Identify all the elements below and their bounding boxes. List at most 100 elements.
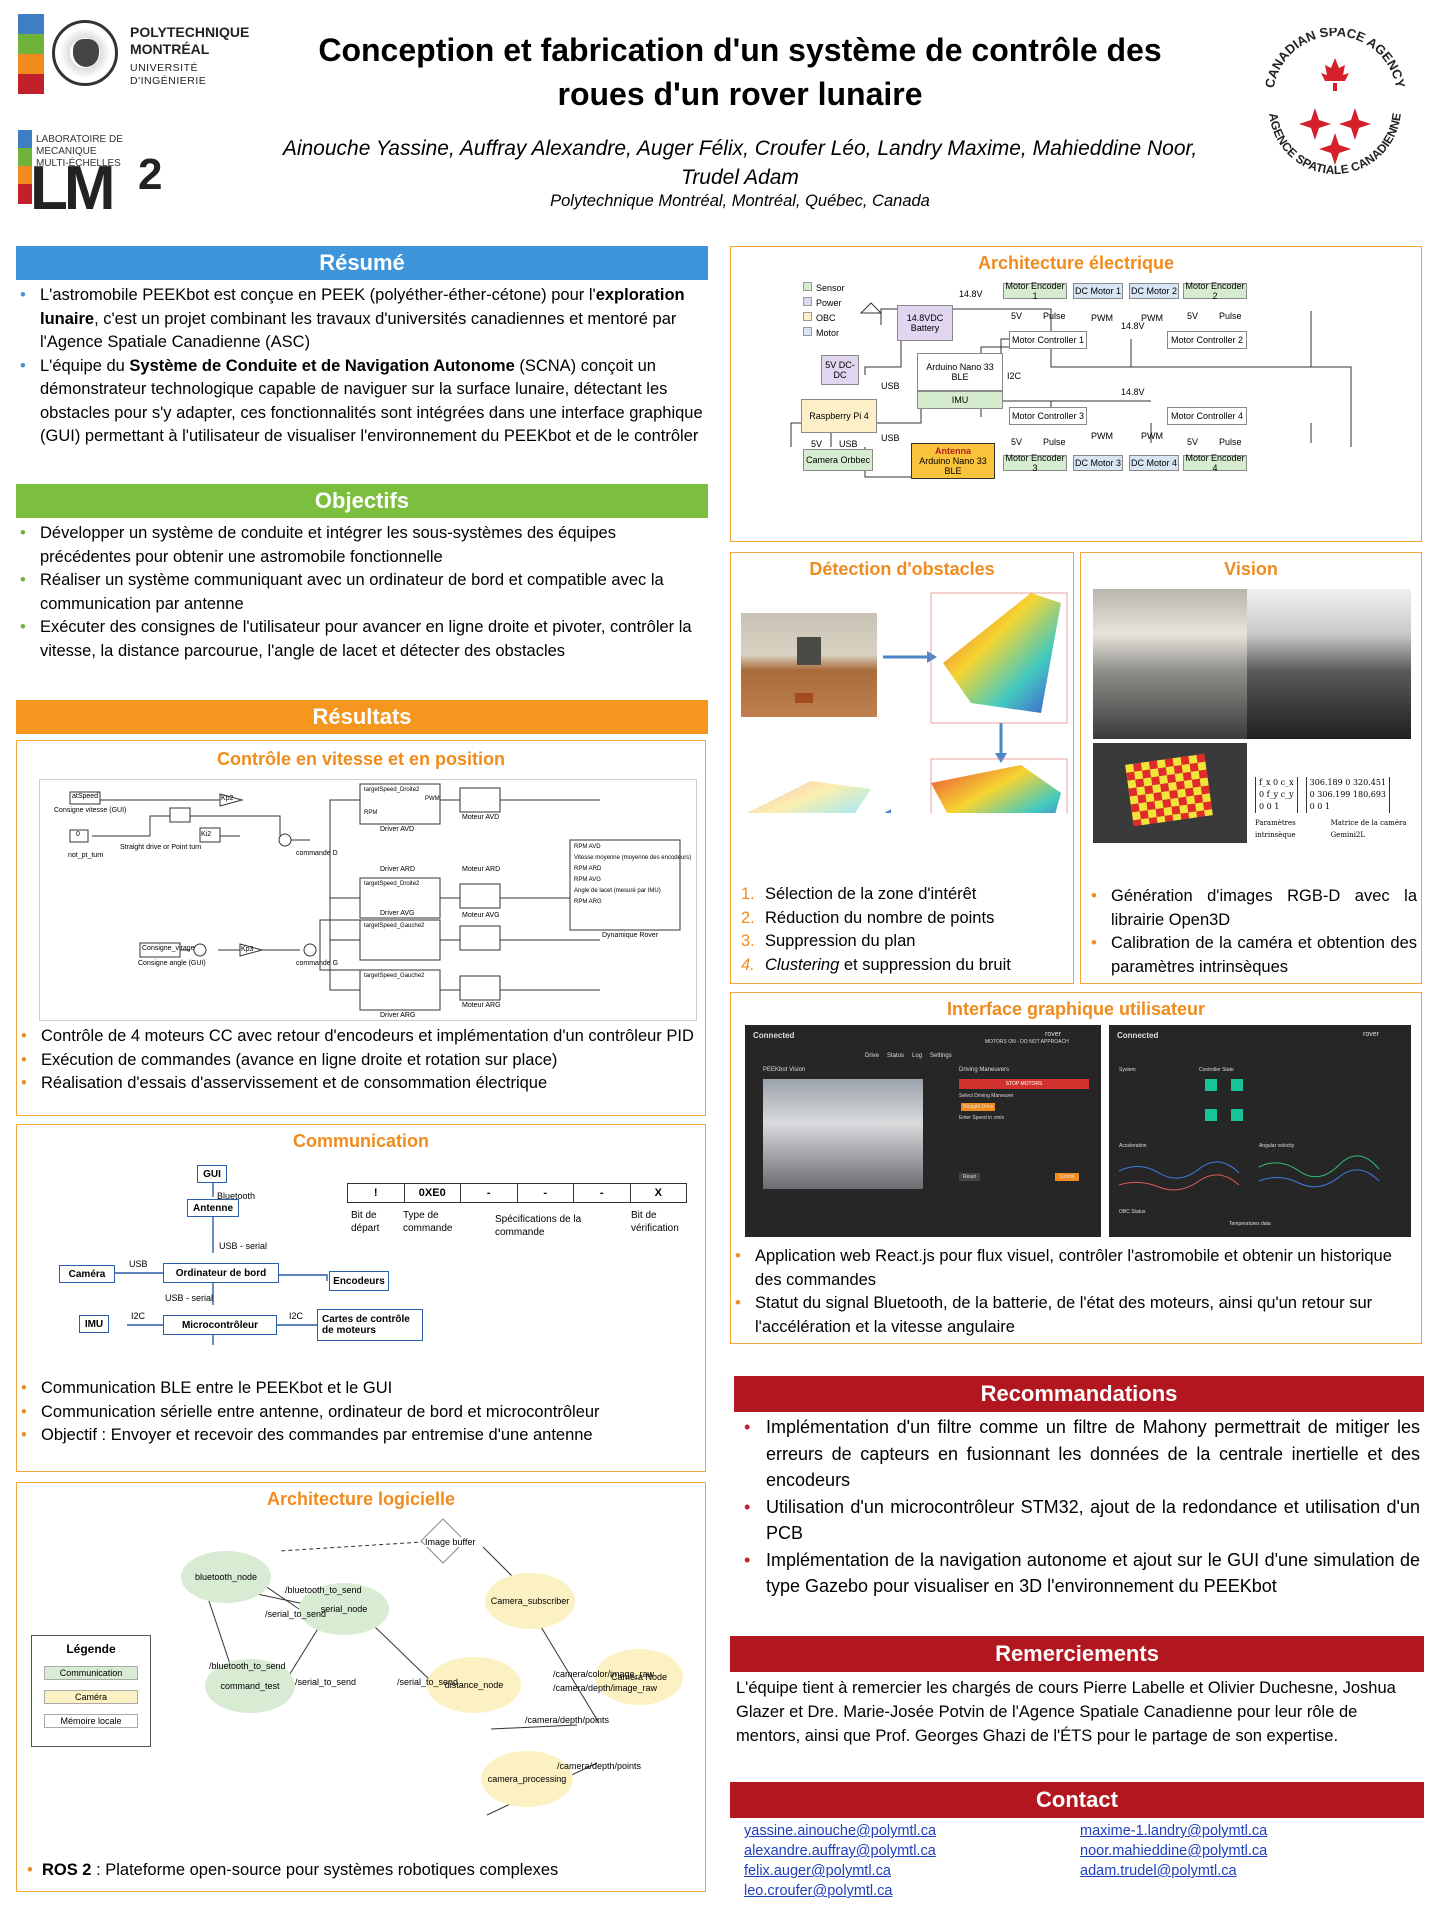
wire-label: PWM [1141,313,1163,323]
resume-header: Résumé [16,246,708,280]
resume-item: L'astromobile PEEKbot est conçue en PEEK… [16,284,716,355]
gui-submit-button[interactable]: Submit [1055,1173,1079,1181]
resume-list: L'astromobile PEEKbot est conçue en PEEK… [16,284,716,449]
simulink-diagram: atSpeed Consigne vitesse (GUI) 0 Straigh… [39,779,697,1021]
block-camera: Camera Orbbec [803,449,873,471]
frame-label: Bit de vérification [631,1210,679,1234]
ros-node-camera: Camera Node [595,1649,683,1705]
email-link[interactable]: adam.trudel@polymtl.ca [1080,1863,1237,1879]
poly-logo-text-2: MONTRÉAL [130,41,210,57]
wire-label: USB [839,439,858,449]
block-mc4: Motor Controller 4 [1167,407,1247,425]
electrique-legend: Sensor Power OBC Motor [803,281,845,341]
sim-motor-name: Moteur AVD [462,814,500,821]
obstacles-title: Détection d'obstacles [809,559,995,579]
communication-list: Communication BLE entre le PEEKbot et le… [17,1377,697,1448]
block-dc4: DC Motor 4 [1129,455,1179,471]
contact-header: Contact [730,1782,1424,1818]
controle-item: Contrôle de 4 moteurs CC avec retour d'e… [17,1025,697,1049]
gui-maneuver-option[interactable]: Straight Drive [961,1103,996,1111]
gui-screenshot-1: Connected rover MOTORS ON - DO NOT APPRO… [745,1025,1101,1237]
ros-footer: • ROS 2 : Plateforme open-source pour sy… [27,1861,559,1879]
logicielle-title: Architecture logicielle [266,1489,456,1509]
block-me2: Motor Encoder 2 [1183,281,1247,301]
block-mc1: Motor Controller 1 [1009,331,1087,349]
communication-panel: Communication GUI Bluetooth Antenne USB … [16,1124,706,1472]
wire-label: Pulse [1219,311,1242,321]
email-link[interactable]: noor.mahieddine@polymtl.ca [1080,1843,1268,1859]
polytechnique-logo: POLYTECHNIQUE MONTRÉAL UNIVERSITÉ D'INGÉ… [18,14,263,102]
email-link[interactable]: maxime-1.landry@polymtl.ca [1080,1823,1268,1839]
controle-item: Réalisation d'essais d'asservissement et… [17,1072,697,1096]
gui-warning: MOTORS ON - DO NOT APPROACH [985,1039,1069,1045]
ros-edge-label: /serial_to_send [397,1677,459,1687]
sim-input-label: Consigne_virage [142,945,195,952]
frame-cell: - [461,1184,518,1202]
interface-list: Application web React.js pour flux visue… [731,1245,1419,1339]
ros-edge-label: /camera/depth/image_raw [553,1683,658,1693]
wire-label: USB [881,381,900,391]
sim-input-label: Consigne angle (GUI) [138,960,206,967]
link-usb: USB [129,1259,148,1269]
sim-motor-name: Moteur ARG [462,1002,501,1009]
wire-label: 5V [811,439,823,449]
ros-edge-label: /camera/color/image_raw [553,1669,655,1679]
checkerboard-image [1093,743,1247,843]
email-link[interactable]: yassine.ainouche@polymtl.ca [744,1823,937,1839]
block-me3: Motor Encoder 3 [1003,453,1067,473]
label-148v: 14.8V [959,289,983,299]
wire-label: PWM [1091,431,1113,441]
recommandations-header: Recommandations [734,1376,1424,1412]
sim-input-label: atSpeed [72,793,99,800]
recommandation-item: Implémentation de la navigation autonome… [740,1547,1420,1600]
email-link[interactable]: felix.auger@polymtl.ca [744,1863,891,1879]
sim-port: PWM [425,796,440,802]
controle-title: Contrôle en vitesse et en position [216,749,506,769]
block-dc3: DC Motor 3 [1073,455,1123,471]
ros-legend: Légende Communication Caméra Mémoire loc… [31,1635,151,1747]
obstacle-step: 3.Suppression du plan [741,932,916,950]
csa-logo: CANADIAN SPACE AGENCY AGENCE SPATIALE CA… [1255,24,1415,198]
wire-label: 5V [1011,311,1023,321]
vision-item: Génération d'images RGB-D avec la librai… [1087,885,1417,932]
controle-list: Contrôle de 4 moteurs CC avec retour d'e… [17,1025,697,1096]
gui-pane: System [1119,1067,1136,1073]
gui-stop-button[interactable]: STOP MOTORS [959,1079,1089,1089]
sim-driver-block: targetSpeed_Droite2 [364,787,420,793]
block-mc2: Motor Controller 2 [1167,331,1247,349]
link-usb-serial: USB - serial [219,1241,268,1251]
poly-seal-icon [52,20,118,86]
sim-input-label: 0 [76,831,80,838]
electrique-title: Architecture électrique [977,253,1175,273]
gui-reset-button[interactable]: Reset [959,1173,981,1181]
obstacle-step: 2.Réduction du nombre de points [741,908,995,927]
ros-edge-label: /bluetooth_to_send [209,1661,286,1671]
ros-edge-label: /serial_to_send [265,1609,327,1619]
communication-title: Communication [292,1131,429,1151]
ros-node-camera-subscriber: Camera_subscriber [485,1573,575,1629]
legend-memory: Mémoire locale [44,1714,138,1728]
ros-edge-label: /bluetooth_to_send [285,1585,362,1595]
wire-label: 5V [1187,311,1199,321]
block-dcdc: 5V DC-DC [821,355,859,385]
obstacles-list: 1.Sélection de la zone d'intérêt 2.Réduc… [741,883,1071,977]
sim-rover-name: Dynamique Rover [602,932,659,939]
sim-driver-name: Driver ARD [380,866,416,873]
gui-rover-name: rover [1045,1031,1061,1038]
gui-pane: Angular velocity [1259,1143,1295,1149]
email-link[interactable]: leo.croufer@polymtl.ca [744,1883,893,1899]
wire-label: USB [881,433,900,443]
recommandation-item: Utilisation d'un microcontrôleur STM32, … [740,1494,1420,1547]
objectif-item: Exécuter des consignes de l'utilisateur … [16,616,706,663]
sim-input-label: Consigne vitesse (GUI) [54,807,127,814]
legend-title: Légende [66,1642,116,1656]
frame-cell: - [574,1184,631,1202]
email-link[interactable]: alexandre.auffray@polymtl.ca [744,1843,936,1859]
node-camera: Caméra [59,1265,115,1283]
block-imu: IMU [917,391,1003,409]
poly-logo-text-3: UNIVERSITÉ [130,62,199,74]
vision-title: Vision [1224,559,1278,579]
